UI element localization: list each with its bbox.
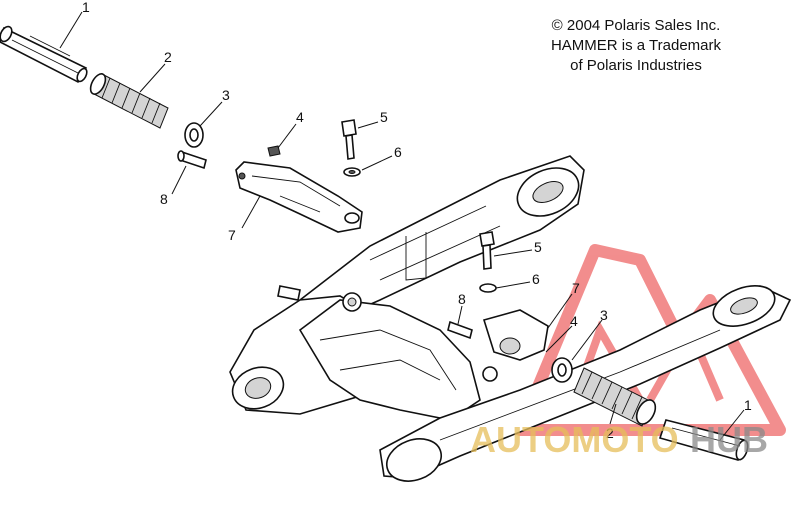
part-3-washer-left: [184, 122, 204, 148]
part-1-peg-tube-right: [658, 419, 749, 461]
part-2-grip-right: [573, 367, 657, 427]
part-5-bolt-left: [341, 119, 357, 160]
callout-7-right: 7: [572, 280, 580, 296]
callout-labels: 1 2 3 4 5 6 8 7 5 6 8 7 4 3 1 2: [82, 0, 752, 441]
part-6-washer-left: [343, 167, 361, 177]
callout-8-left: 8: [160, 191, 168, 207]
callout-2-left: 2: [164, 49, 172, 65]
part-8-pin-left: [177, 150, 207, 170]
callout-3-left: 3: [222, 87, 230, 103]
part-8-pin-right: [447, 320, 473, 340]
part-2-grip-left: [89, 73, 169, 129]
watermark-word-automoto: AUTOMOTO: [470, 419, 679, 460]
part-4-nut-left: [267, 145, 281, 157]
callout-1-right: 1: [744, 397, 752, 413]
copyright-line-3: of Polaris Industries: [570, 57, 702, 74]
leader-lines: [59, 11, 745, 441]
watermark-word-hub: HUB: [690, 419, 768, 460]
callout-4-right: 4: [570, 313, 578, 329]
copyright-line-2: HAMMER is a Trademark: [550, 37, 722, 54]
watermark-text: AUTOMOTO HUB: [470, 419, 768, 460]
callout-3-right: 3: [600, 307, 608, 323]
part-1-peg-tube-left: [0, 25, 88, 84]
part-5-bolt-right: [479, 231, 495, 270]
copyright-line-1: © 2004 Polaris Sales Inc.: [551, 17, 721, 34]
callout-7-left: 7: [228, 227, 236, 243]
callout-5-right: 5: [534, 239, 542, 255]
callout-4-left: 4: [296, 109, 304, 125]
part-7-bracket-left: [235, 161, 363, 233]
callout-5-left: 5: [380, 109, 388, 125]
callout-1-left: 1: [82, 0, 90, 15]
copyright-notice: © 2004 Polaris Sales Inc. HAMMER is a Tr…: [520, 16, 752, 76]
part-6-washer-right: [479, 283, 497, 293]
callout-8-right: 8: [458, 291, 466, 307]
part-3-washer-right: [551, 357, 573, 383]
callout-6-right: 6: [532, 271, 540, 287]
callout-6-left: 6: [394, 144, 402, 160]
callout-2-right: 2: [606, 425, 614, 441]
